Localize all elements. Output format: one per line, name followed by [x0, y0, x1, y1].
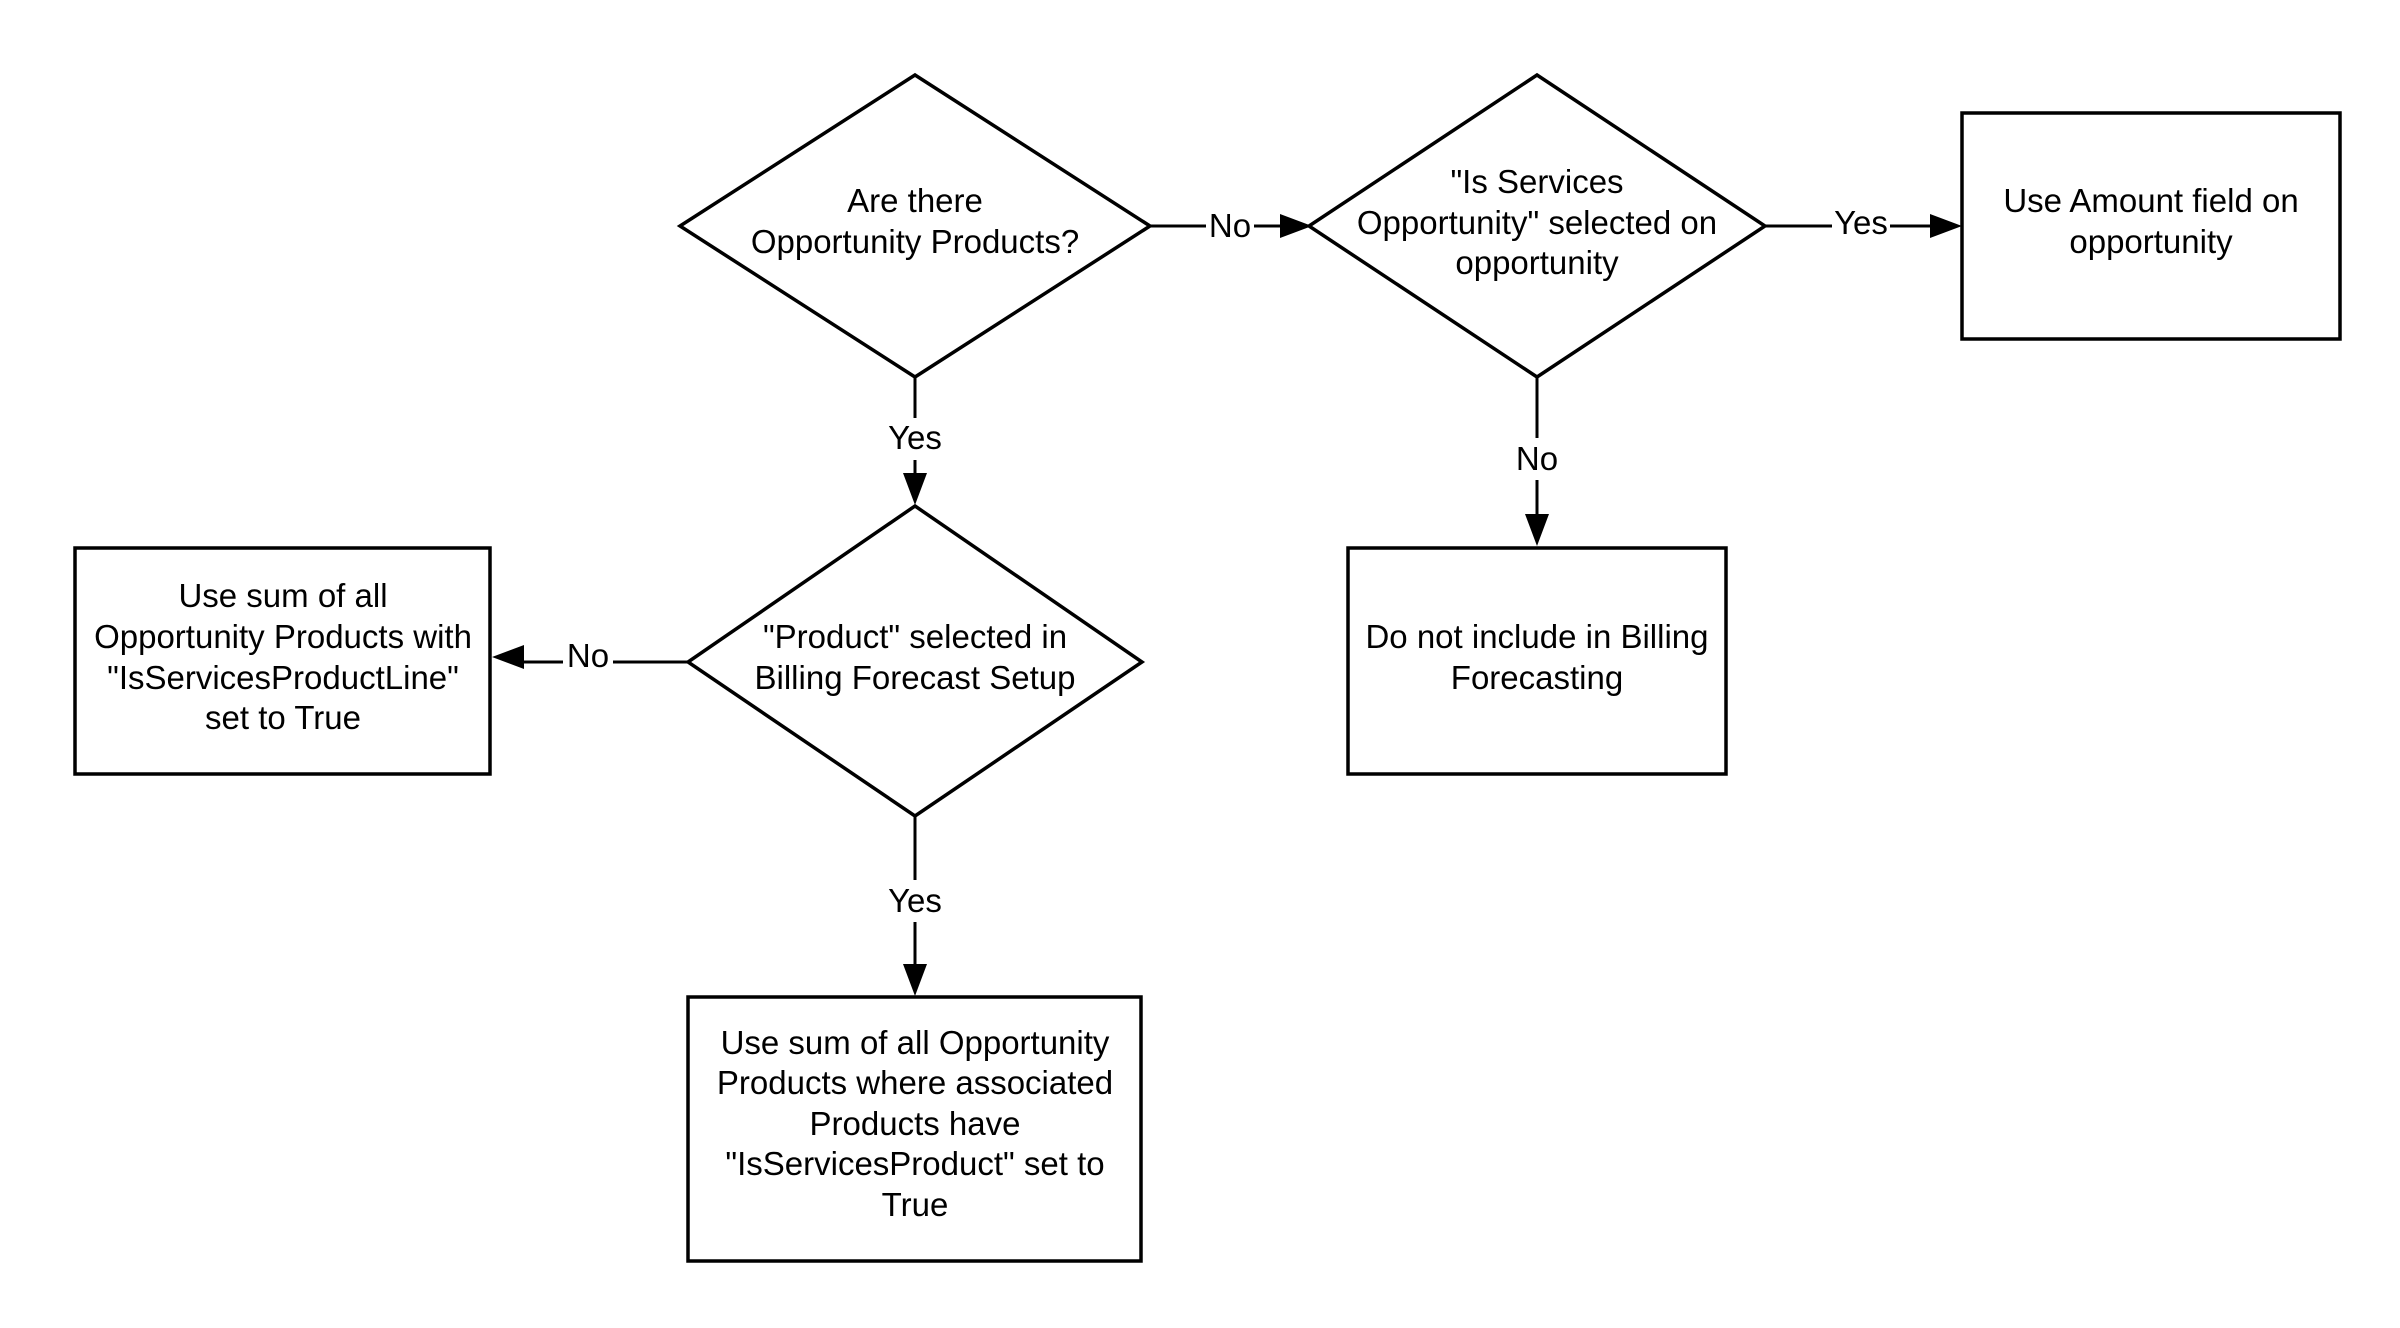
edge-products-yes: Yes	[882, 377, 948, 505]
edge-products-no: No	[1150, 205, 1312, 247]
node-text-line: Use sum of all	[178, 577, 387, 614]
edge-label-services-yes: Yes	[1834, 204, 1888, 241]
node-text-line: Are there	[847, 182, 983, 219]
edge-label-setup-no: No	[567, 637, 609, 674]
arrowhead-icon	[903, 964, 927, 996]
edge-setup-yes: Yes	[882, 816, 948, 996]
arrowhead-icon	[492, 645, 524, 669]
edge-setup-no: No	[492, 637, 688, 681]
node-text-line: Forecasting	[1451, 659, 1623, 696]
node-text-line: Billing Forecast Setup	[755, 659, 1076, 696]
node-text-line: Opportunity Products with	[94, 618, 472, 655]
node-text-line: "Is Services	[1450, 163, 1623, 200]
node-text-line: "Product" selected in	[763, 618, 1067, 655]
result-use-amount-field: Use Amount field on opportunity	[1960, 111, 2342, 341]
arrowhead-icon	[1930, 214, 1962, 238]
result-do-not-include: Do not include in Billing Forecasting	[1346, 546, 1728, 776]
edge-services-no: No	[1510, 377, 1564, 546]
arrowhead-icon	[1280, 214, 1312, 238]
result-sum-services-product-line: Use sum of all Opportunity Products with…	[73, 546, 492, 776]
arrowhead-icon	[903, 473, 927, 505]
result-sum-services-product: Use sum of all Opportunity Products wher…	[686, 995, 1143, 1263]
node-text-line: opportunity	[2069, 223, 2233, 260]
node-text-line: True	[882, 1186, 949, 1223]
edge-label-products-no: No	[1209, 207, 1251, 244]
edge-label-services-no: No	[1516, 440, 1558, 477]
node-text-line: opportunity	[1455, 244, 1619, 281]
decision-is-services-opportunity: "Is Services Opportunity" selected on op…	[1305, 72, 1769, 380]
node-text-line: "IsServicesProduct" set to	[725, 1145, 1104, 1182]
node-text-line: Opportunity" selected on	[1357, 204, 1717, 241]
node-text-line: Products have	[810, 1105, 1021, 1142]
node-text-line: set to True	[205, 699, 361, 736]
edge-label-products-yes: Yes	[888, 419, 942, 456]
node-text-line: Products where associated	[717, 1064, 1113, 1101]
edge-services-yes: Yes	[1765, 204, 1962, 247]
edge-label-setup-yes: Yes	[888, 882, 942, 919]
node-text-line: Use Amount field on	[2003, 182, 2298, 219]
arrowhead-icon	[1525, 514, 1549, 546]
node-text-line: "IsServicesProductLine"	[107, 659, 459, 696]
node-text-line: Do not include in Billing	[1365, 618, 1708, 655]
decision-opportunity-products: Are there Opportunity Products?	[676, 72, 1154, 380]
decision-product-billing-forecast-setup: "Product" selected in Billing Forecast S…	[684, 503, 1146, 819]
node-text-line: Opportunity Products?	[751, 223, 1079, 260]
node-text-line: Use sum of all Opportunity	[721, 1024, 1110, 1061]
